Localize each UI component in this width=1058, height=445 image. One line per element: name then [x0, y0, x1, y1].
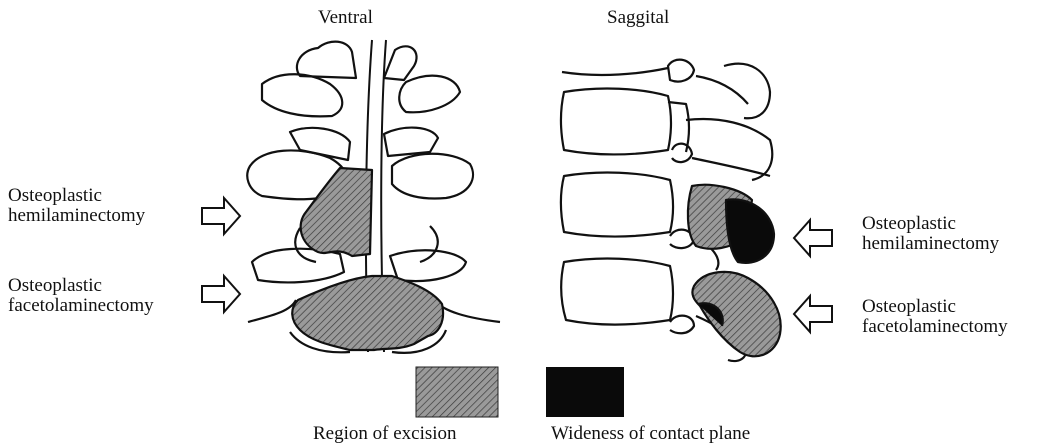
ventral-vertebra-lower: [252, 249, 344, 283]
sagittal-contact-plane-region: [726, 199, 774, 262]
ventral-view-title: Ventral: [318, 8, 373, 28]
sagittal-view-title: Saggital: [607, 8, 669, 28]
sagittal-vertebral-body-1: [561, 89, 671, 155]
arrow-left-hemi-right: [794, 220, 832, 256]
legend-contact-swatch: [546, 367, 624, 417]
ventral-excision-regions: [292, 168, 443, 350]
label-facetolaminectomy-left: Osteoplastic facetolaminectomy: [8, 276, 154, 316]
label-hemilaminectomy-left: Osteoplastic hemilaminectomy: [8, 186, 145, 226]
sagittal-vertebra-top: [562, 68, 668, 75]
sagittal-regions: [688, 185, 781, 357]
arrow-right-hemi-left: [202, 198, 240, 234]
legend-excision-label: Region of excision: [313, 424, 457, 444]
arrow-right-faceto-left: [202, 276, 240, 312]
legend: [416, 367, 624, 417]
sagittal-vertebral-body-2: [561, 173, 673, 237]
arrow-left-faceto-right: [794, 296, 832, 332]
legend-excision-swatch: [416, 367, 498, 417]
sagittal-vertebral-body-3: [561, 259, 673, 325]
ventral-facetolaminectomy-region: [292, 276, 443, 350]
ventral-vertebra-top: [297, 42, 356, 78]
sagittal-facetolaminectomy-region: [692, 272, 780, 356]
label-facetolaminectomy-right: Osteoplastic facetolaminectomy: [862, 297, 1008, 337]
legend-contact-label: Wideness of contact plane: [551, 424, 750, 444]
ventral-hemilaminectomy-region: [301, 168, 372, 256]
label-hemilaminectomy-right: Osteoplastic hemilaminectomy: [862, 214, 999, 254]
